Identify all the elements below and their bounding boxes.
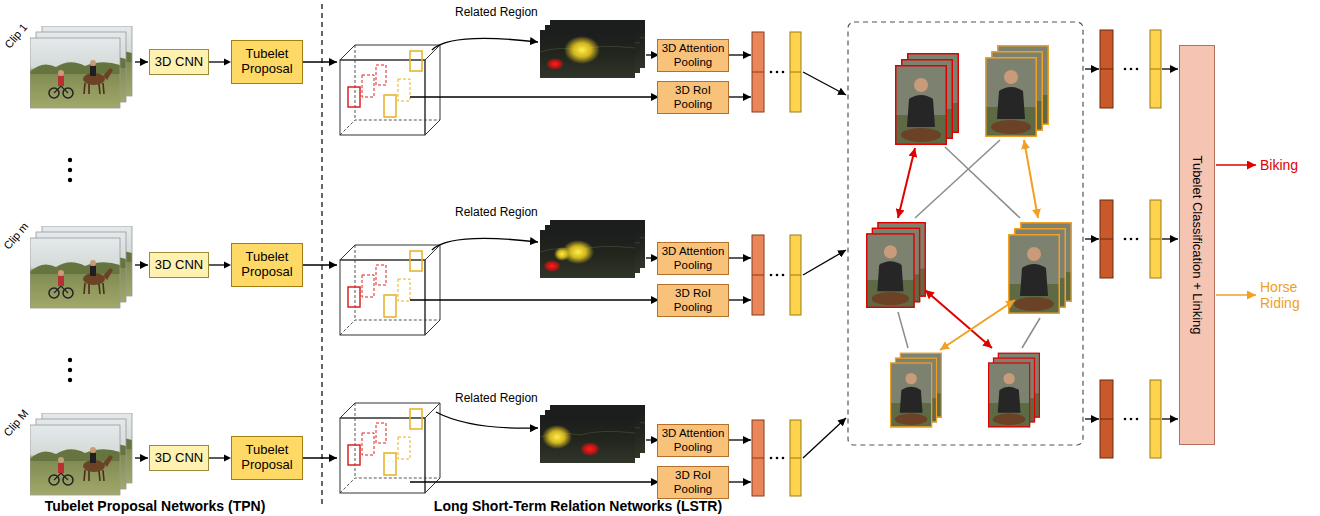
connector xyxy=(209,262,231,269)
clip-label: Clip 1 xyxy=(2,21,30,51)
node-text: 3D RoI Pooling xyxy=(658,84,728,110)
feature-cube xyxy=(340,403,440,493)
section-title: Tubelet Proposal Networks (TPN) xyxy=(45,498,266,514)
flow-arrows xyxy=(135,62,337,458)
section-divider xyxy=(321,4,322,505)
proposal-box: Tubelet Proposal xyxy=(231,436,303,480)
cnn-box: 3D CNN xyxy=(149,252,209,278)
node-text: 3D Attention Pooling xyxy=(658,245,728,271)
node-text: 3D Attention Pooling xyxy=(658,42,728,68)
region-label: Related Region xyxy=(455,206,538,220)
arrow-head xyxy=(224,262,231,269)
cnn-box: 3D CNN xyxy=(149,445,209,471)
feature-vector xyxy=(1100,30,1161,458)
output-arrow xyxy=(1216,294,1256,296)
class-label: Horse Riding xyxy=(1260,279,1314,311)
relation-graph-frame xyxy=(848,22,1083,445)
cnn-box: 3D CNN xyxy=(149,49,209,75)
region-label: Related Region xyxy=(455,6,538,20)
pooling-box: 3D Attention Pooling xyxy=(657,242,729,275)
node-text: Tubelet Classification + Linking xyxy=(1190,155,1205,334)
connector-line xyxy=(209,457,224,458)
connector xyxy=(209,455,231,462)
node-text: 3D RoI Pooling xyxy=(658,469,728,495)
node-text: Tubelet Proposal xyxy=(232,250,302,280)
related-region-image xyxy=(540,20,645,78)
clip-frames xyxy=(30,413,132,495)
pooling-box: 3D RoI Pooling xyxy=(657,284,729,317)
pooling-box: 3D RoI Pooling xyxy=(657,466,729,499)
proposal-box: Tubelet Proposal xyxy=(231,40,303,84)
node-text: 3D CNN xyxy=(155,258,203,273)
feature-cube xyxy=(340,45,440,135)
tubelet-thumbnails xyxy=(866,45,1072,427)
feature-vector xyxy=(752,32,801,496)
arrow-head xyxy=(224,59,231,66)
proposal-box: Tubelet Proposal xyxy=(231,243,303,287)
classifier-box: Tubelet Classification + Linking xyxy=(1179,45,1215,445)
node-text: 3D RoI Pooling xyxy=(658,287,728,313)
connector-line xyxy=(209,61,224,62)
section-title: Long Short-Term Relation Networks (LSTR) xyxy=(434,498,722,514)
ellipsis-dots xyxy=(68,158,72,382)
node-text: 3D CNN xyxy=(155,55,203,70)
related-region-image xyxy=(540,405,645,463)
pooling-box: 3D Attention Pooling xyxy=(657,39,729,72)
pooling-box: 3D RoI Pooling xyxy=(657,81,729,114)
relation-links xyxy=(898,140,1040,350)
feature-cube xyxy=(340,245,440,335)
clip-frames xyxy=(30,226,132,308)
connector xyxy=(209,59,231,66)
clip-label: Clip M xyxy=(1,407,31,439)
pooling-box: 3D Attention Pooling xyxy=(657,424,729,457)
arrow-head xyxy=(224,455,231,462)
node-text: 3D Attention Pooling xyxy=(658,427,728,453)
clip-frames xyxy=(30,26,132,108)
clip-label: Clip m xyxy=(1,220,31,252)
region-label: Related Region xyxy=(455,392,538,406)
output-arrow xyxy=(1216,164,1256,166)
related-region-image xyxy=(540,220,645,278)
connector-line xyxy=(209,264,224,265)
class-label: Biking xyxy=(1260,157,1298,173)
node-text: Tubelet Proposal xyxy=(232,47,302,77)
node-text: Tubelet Proposal xyxy=(232,443,302,473)
node-text: 3D CNN xyxy=(155,451,203,466)
